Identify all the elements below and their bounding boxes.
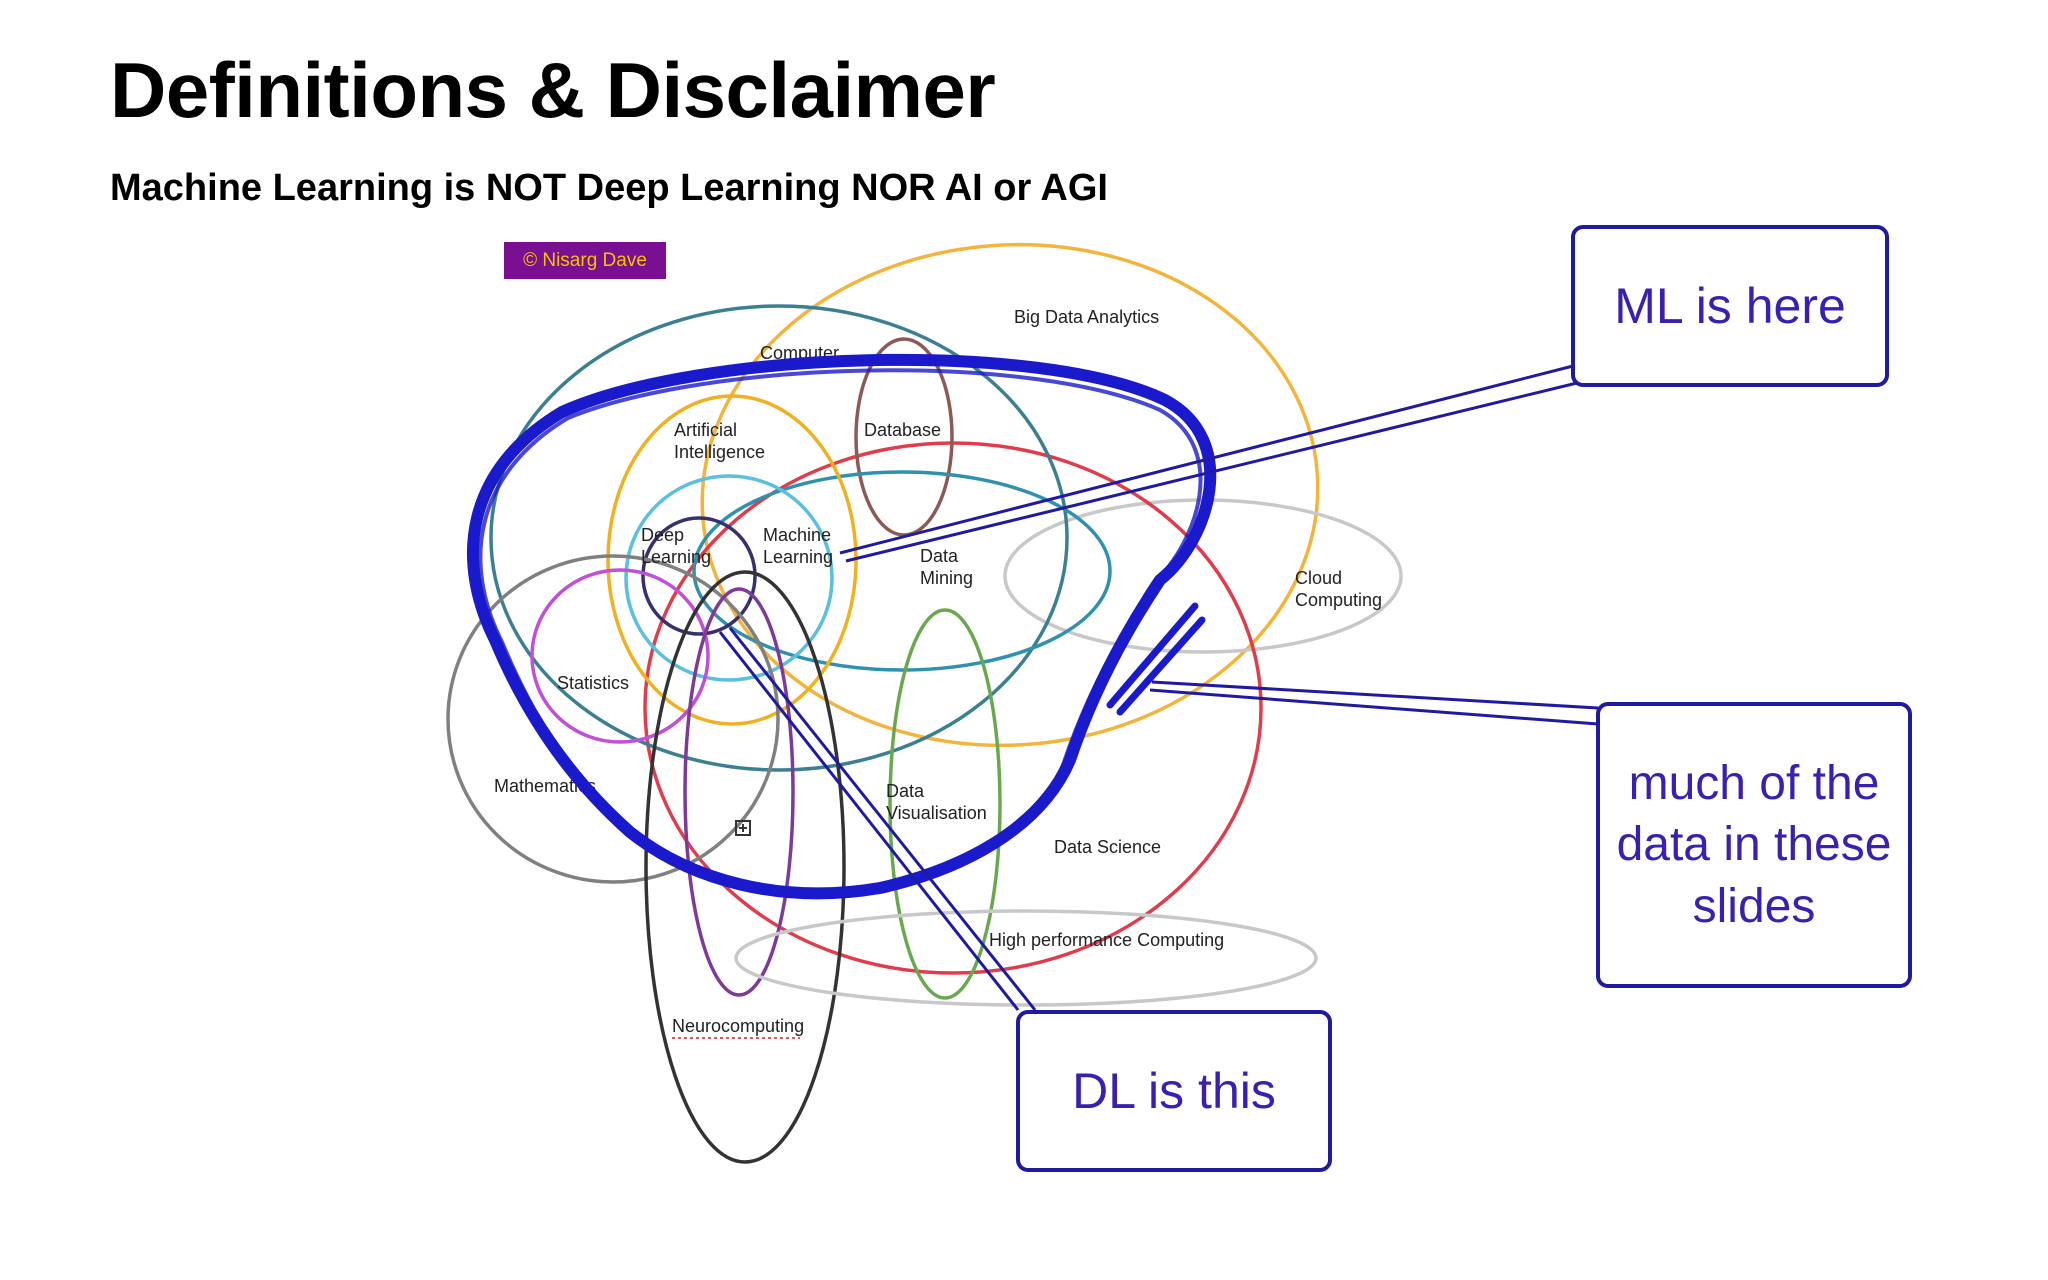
hand-drawn-loop	[467, 353, 1217, 900]
callout-ml-text: ML is here	[1614, 278, 1846, 334]
zoom-icon	[735, 820, 751, 836]
label-dl-2: Learning	[641, 547, 711, 567]
ellipse-mathematics	[446, 554, 780, 884]
label-dl-1: Deep	[641, 525, 684, 545]
label-dm-2: Mining	[920, 568, 973, 588]
label-cloud-2: Computing	[1295, 590, 1382, 610]
slide-title: Definitions & Disclaimer	[110, 46, 996, 134]
pointer-dl	[718, 627, 1037, 1011]
callout-data-text: much of the data in these slides	[1616, 756, 1892, 933]
ellipse-dl	[641, 516, 757, 636]
ellipse-ml	[624, 474, 834, 682]
pointer-ml	[839, 364, 1582, 563]
label-ai-2: Intelligence	[674, 442, 765, 462]
label-hpc: High performance Computing	[989, 930, 1224, 950]
callout-ml: ML is here	[1571, 225, 1889, 387]
label-statistics: Statistics	[557, 673, 629, 693]
label-cloud-1: Cloud	[1295, 568, 1342, 588]
label-neurocomputing: Neurocomputing	[672, 1016, 804, 1036]
ellipse-hpc	[734, 909, 1318, 1007]
ellipse-neurocomputing	[644, 570, 846, 1164]
label-data-science: Data Science	[1054, 837, 1161, 857]
label-database: Database	[864, 420, 941, 440]
ellipse-data-science	[643, 441, 1263, 975]
callout-dl: DL is this	[1016, 1010, 1332, 1172]
callout-data: much of the data in these slides	[1596, 702, 1912, 988]
callout-dl-text: DL is this	[1072, 1063, 1276, 1119]
label-dv-1: Data	[886, 781, 925, 801]
callout-pointers	[718, 364, 1599, 1011]
ellipse-data-vis	[888, 608, 1002, 1000]
ellipse-database	[854, 337, 954, 537]
label-ml-2: Learning	[763, 547, 833, 567]
label-big-data: Big Data Analytics	[1014, 307, 1159, 327]
label-mathematics: Mathematics	[494, 776, 596, 796]
label-ml-1: Machine	[763, 525, 831, 545]
ellipse-computer	[489, 304, 1069, 772]
pointer-data	[1149, 680, 1599, 726]
ellipse-statistics	[530, 568, 710, 744]
slide-subtitle: Machine Learning is NOT Deep Learning NO…	[110, 167, 1108, 209]
ellipse-data-mining	[692, 470, 1112, 672]
copyright-badge: © Nisarg Dave	[504, 242, 666, 279]
label-ai-1: Artificial	[674, 420, 737, 440]
ellipse-purple	[683, 587, 795, 997]
label-dv-2: Visualisation	[886, 803, 987, 823]
label-dm-1: Data	[920, 546, 959, 566]
